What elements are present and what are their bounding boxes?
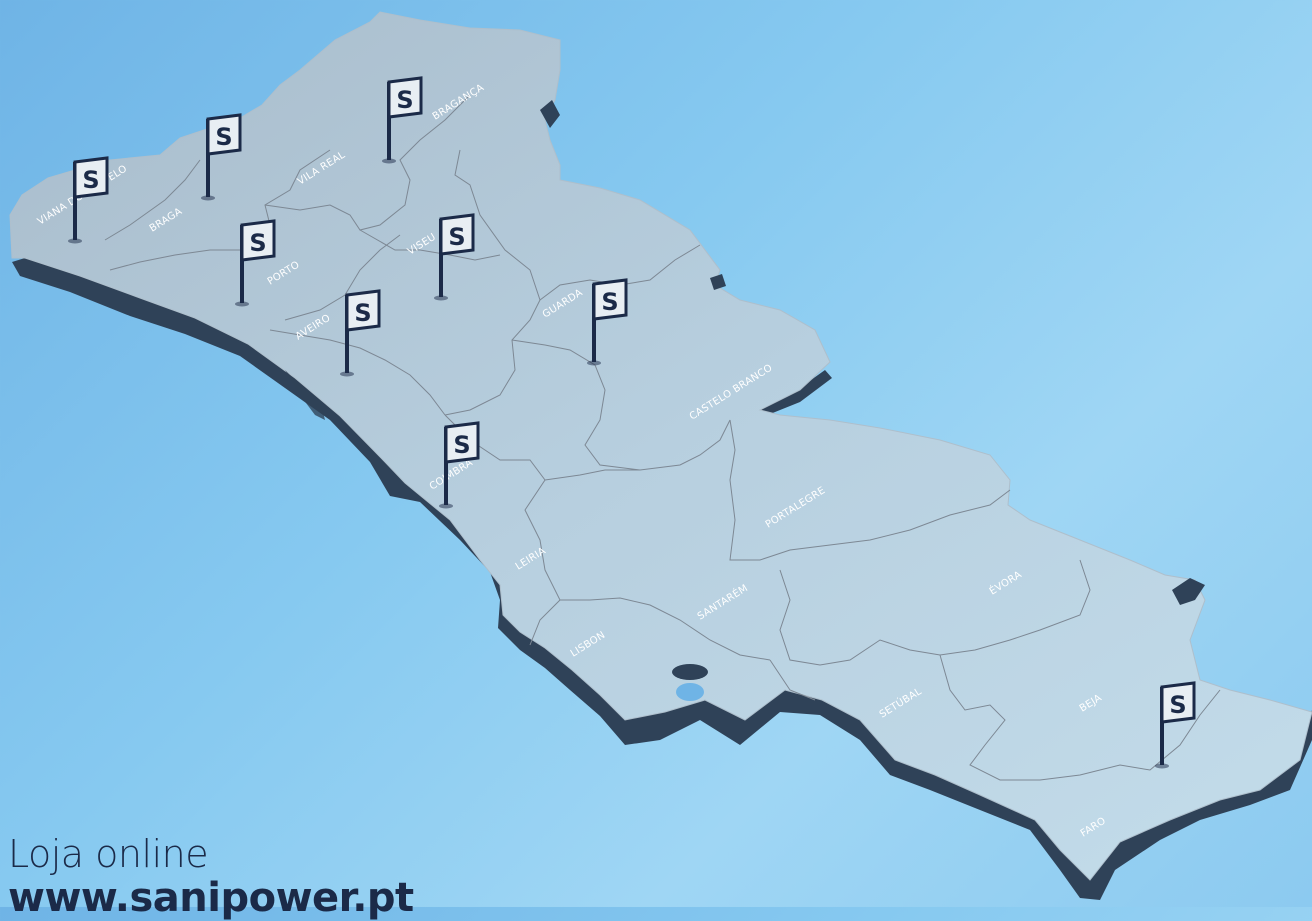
flag-banner	[387, 76, 423, 119]
flag-shadow	[68, 238, 82, 244]
aveiro-lagoon	[285, 370, 325, 420]
flag-shadow	[235, 301, 249, 307]
flag-pole	[206, 119, 210, 197]
flag-shadow	[340, 371, 354, 377]
district-borders	[104, 94, 1221, 781]
flag-shadow	[434, 295, 448, 301]
flag-shadow	[1155, 763, 1169, 769]
flag-pole	[1160, 687, 1164, 765]
website-link[interactable]: www.sanipower.pt	[8, 875, 414, 921]
sado-estuary	[676, 683, 704, 701]
flag-pole	[345, 295, 349, 373]
sanipower-logo-icon: S	[354, 299, 371, 327]
flag-pole	[240, 225, 244, 303]
flag-banner	[206, 113, 242, 156]
sanipower-logo-icon: S	[453, 431, 470, 459]
flag-marker-coimbra[interactable]: S	[439, 421, 480, 509]
flag-pole	[439, 219, 443, 297]
flag-marker-guarda[interactable]: S	[587, 278, 628, 366]
flag-pole	[444, 427, 448, 505]
flag-banner	[592, 278, 628, 321]
flag-shadow	[439, 503, 453, 509]
shop-online-label: Loja online	[8, 832, 209, 876]
tagus-estuary	[672, 664, 708, 680]
flag-shadow	[201, 195, 215, 201]
flag-banner	[444, 421, 480, 464]
sanipower-logo-icon: S	[601, 288, 618, 316]
flag-pole	[387, 82, 391, 160]
flag-marker-aveiro[interactable]: S	[340, 289, 381, 377]
flag-banner	[439, 213, 475, 256]
sanipower-logo-icon: S	[215, 123, 232, 151]
flag-marker-beja[interactable]: S	[1155, 681, 1196, 769]
flag-banner	[73, 156, 109, 199]
flag-marker-braganca[interactable]: S	[382, 76, 423, 164]
flag-marker-porto[interactable]: S	[235, 219, 276, 307]
land-mass	[9, 11, 1312, 881]
coast-shadow	[12, 258, 1312, 900]
flag-banner	[1160, 681, 1196, 724]
flag-marker-viseu[interactable]: S	[434, 213, 475, 301]
sanipower-logo-icon: S	[396, 86, 413, 114]
east-edge-shadow	[750, 370, 832, 418]
flag-pole	[592, 284, 596, 362]
sanipower-logo-icon: S	[82, 166, 99, 194]
border-shadow-bits	[540, 100, 1205, 605]
district-flags: S S S S S S S S S	[68, 76, 1196, 769]
flag-shadow	[587, 360, 601, 366]
flag-pole	[73, 162, 77, 240]
sanipower-logo-icon: S	[249, 229, 266, 257]
sanipower-logo-icon: S	[448, 223, 465, 251]
flag-shadow	[382, 158, 396, 164]
flag-marker-braga[interactable]: S	[201, 113, 242, 201]
sanipower-logo-icon: S	[1169, 691, 1186, 719]
flag-banner	[240, 219, 276, 262]
flag-marker-viana[interactable]: S	[68, 156, 109, 244]
flag-banner	[345, 289, 381, 332]
